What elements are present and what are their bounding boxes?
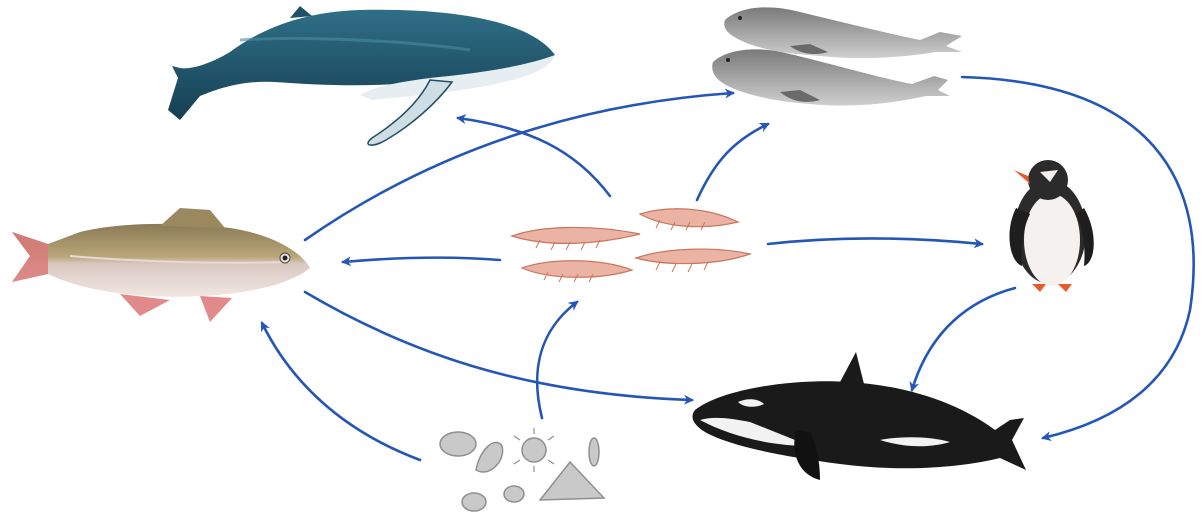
fish-icon	[12, 208, 310, 322]
arrow-penguin-to-orca	[912, 288, 1015, 390]
arrow-krill-to-seals	[697, 124, 768, 200]
arrow-krill-to-fish	[343, 258, 500, 262]
penguin-icon	[1009, 160, 1093, 292]
phytoplankton-icon	[440, 432, 604, 511]
arrow-plankton-to-krill	[537, 302, 577, 418]
arrow-fish-to-orca	[305, 292, 692, 400]
seal-icon	[712, 49, 950, 105]
arrow-plankton-to-fish	[262, 323, 420, 460]
arrow-krill-to-penguin	[768, 238, 982, 244]
krill-icon	[512, 209, 750, 278]
orca-icon	[692, 352, 1026, 480]
